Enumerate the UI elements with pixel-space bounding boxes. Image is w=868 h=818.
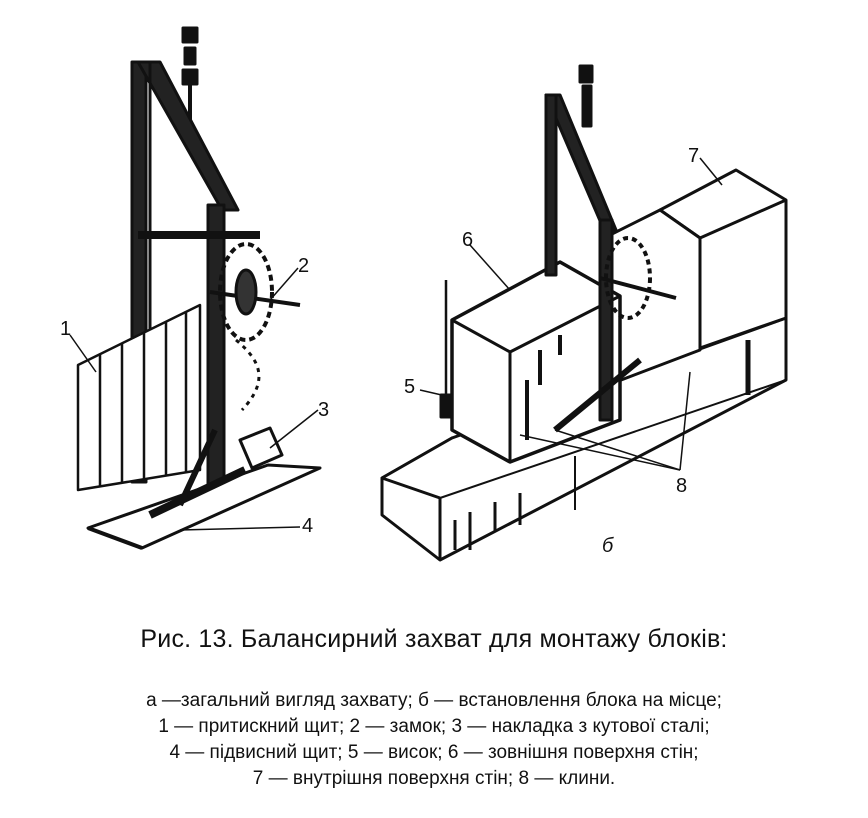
sublabel-b: б [602, 535, 614, 557]
caption-legend: а —загальний вигляд захвату; б — встанов… [0, 688, 868, 792]
drawing-b [380, 64, 788, 562]
caption-title: Рис. 13. Балансирний захват для монтажу … [140, 625, 728, 653]
drawing-a [69, 26, 322, 550]
label-7: 7 [688, 145, 699, 167]
legend-line: а —загальний вигляд захвату; б — встанов… [146, 690, 722, 711]
legend-line: 1 — притискний щит; 2 — замок; 3 — накла… [158, 716, 710, 737]
pressing-shield-a [76, 303, 202, 492]
label-5: 5 [404, 376, 415, 398]
label-2: 2 [298, 255, 309, 277]
legend-line: 7 — внутрішня поверхня стін; 8 — клини. [252, 768, 616, 789]
angle-steel-plate-a [238, 426, 284, 470]
label-6: 6 [462, 229, 473, 251]
hook-chain-a [181, 26, 199, 120]
legend-line: 4 — підвисний щит; 5 — висок; 6 — зовніш… [169, 742, 699, 763]
inner-wall-blocks-b [598, 168, 788, 390]
hanging-shield-a [86, 428, 322, 550]
balance-frame-b [544, 64, 677, 433]
lock-a [209, 242, 301, 342]
wedges-b [519, 371, 691, 471]
chain-dashed-a [235, 338, 261, 412]
label-4: 4 [302, 515, 313, 537]
sublabel-a: а [228, 595, 239, 600]
label-1: 1 [60, 318, 71, 340]
plumb-b [439, 280, 453, 419]
label-8: 8 [676, 475, 687, 497]
figure-drawing: 1 2 3 4 5 6 7 8 а б [60, 26, 788, 600]
label-3: 3 [318, 399, 329, 421]
